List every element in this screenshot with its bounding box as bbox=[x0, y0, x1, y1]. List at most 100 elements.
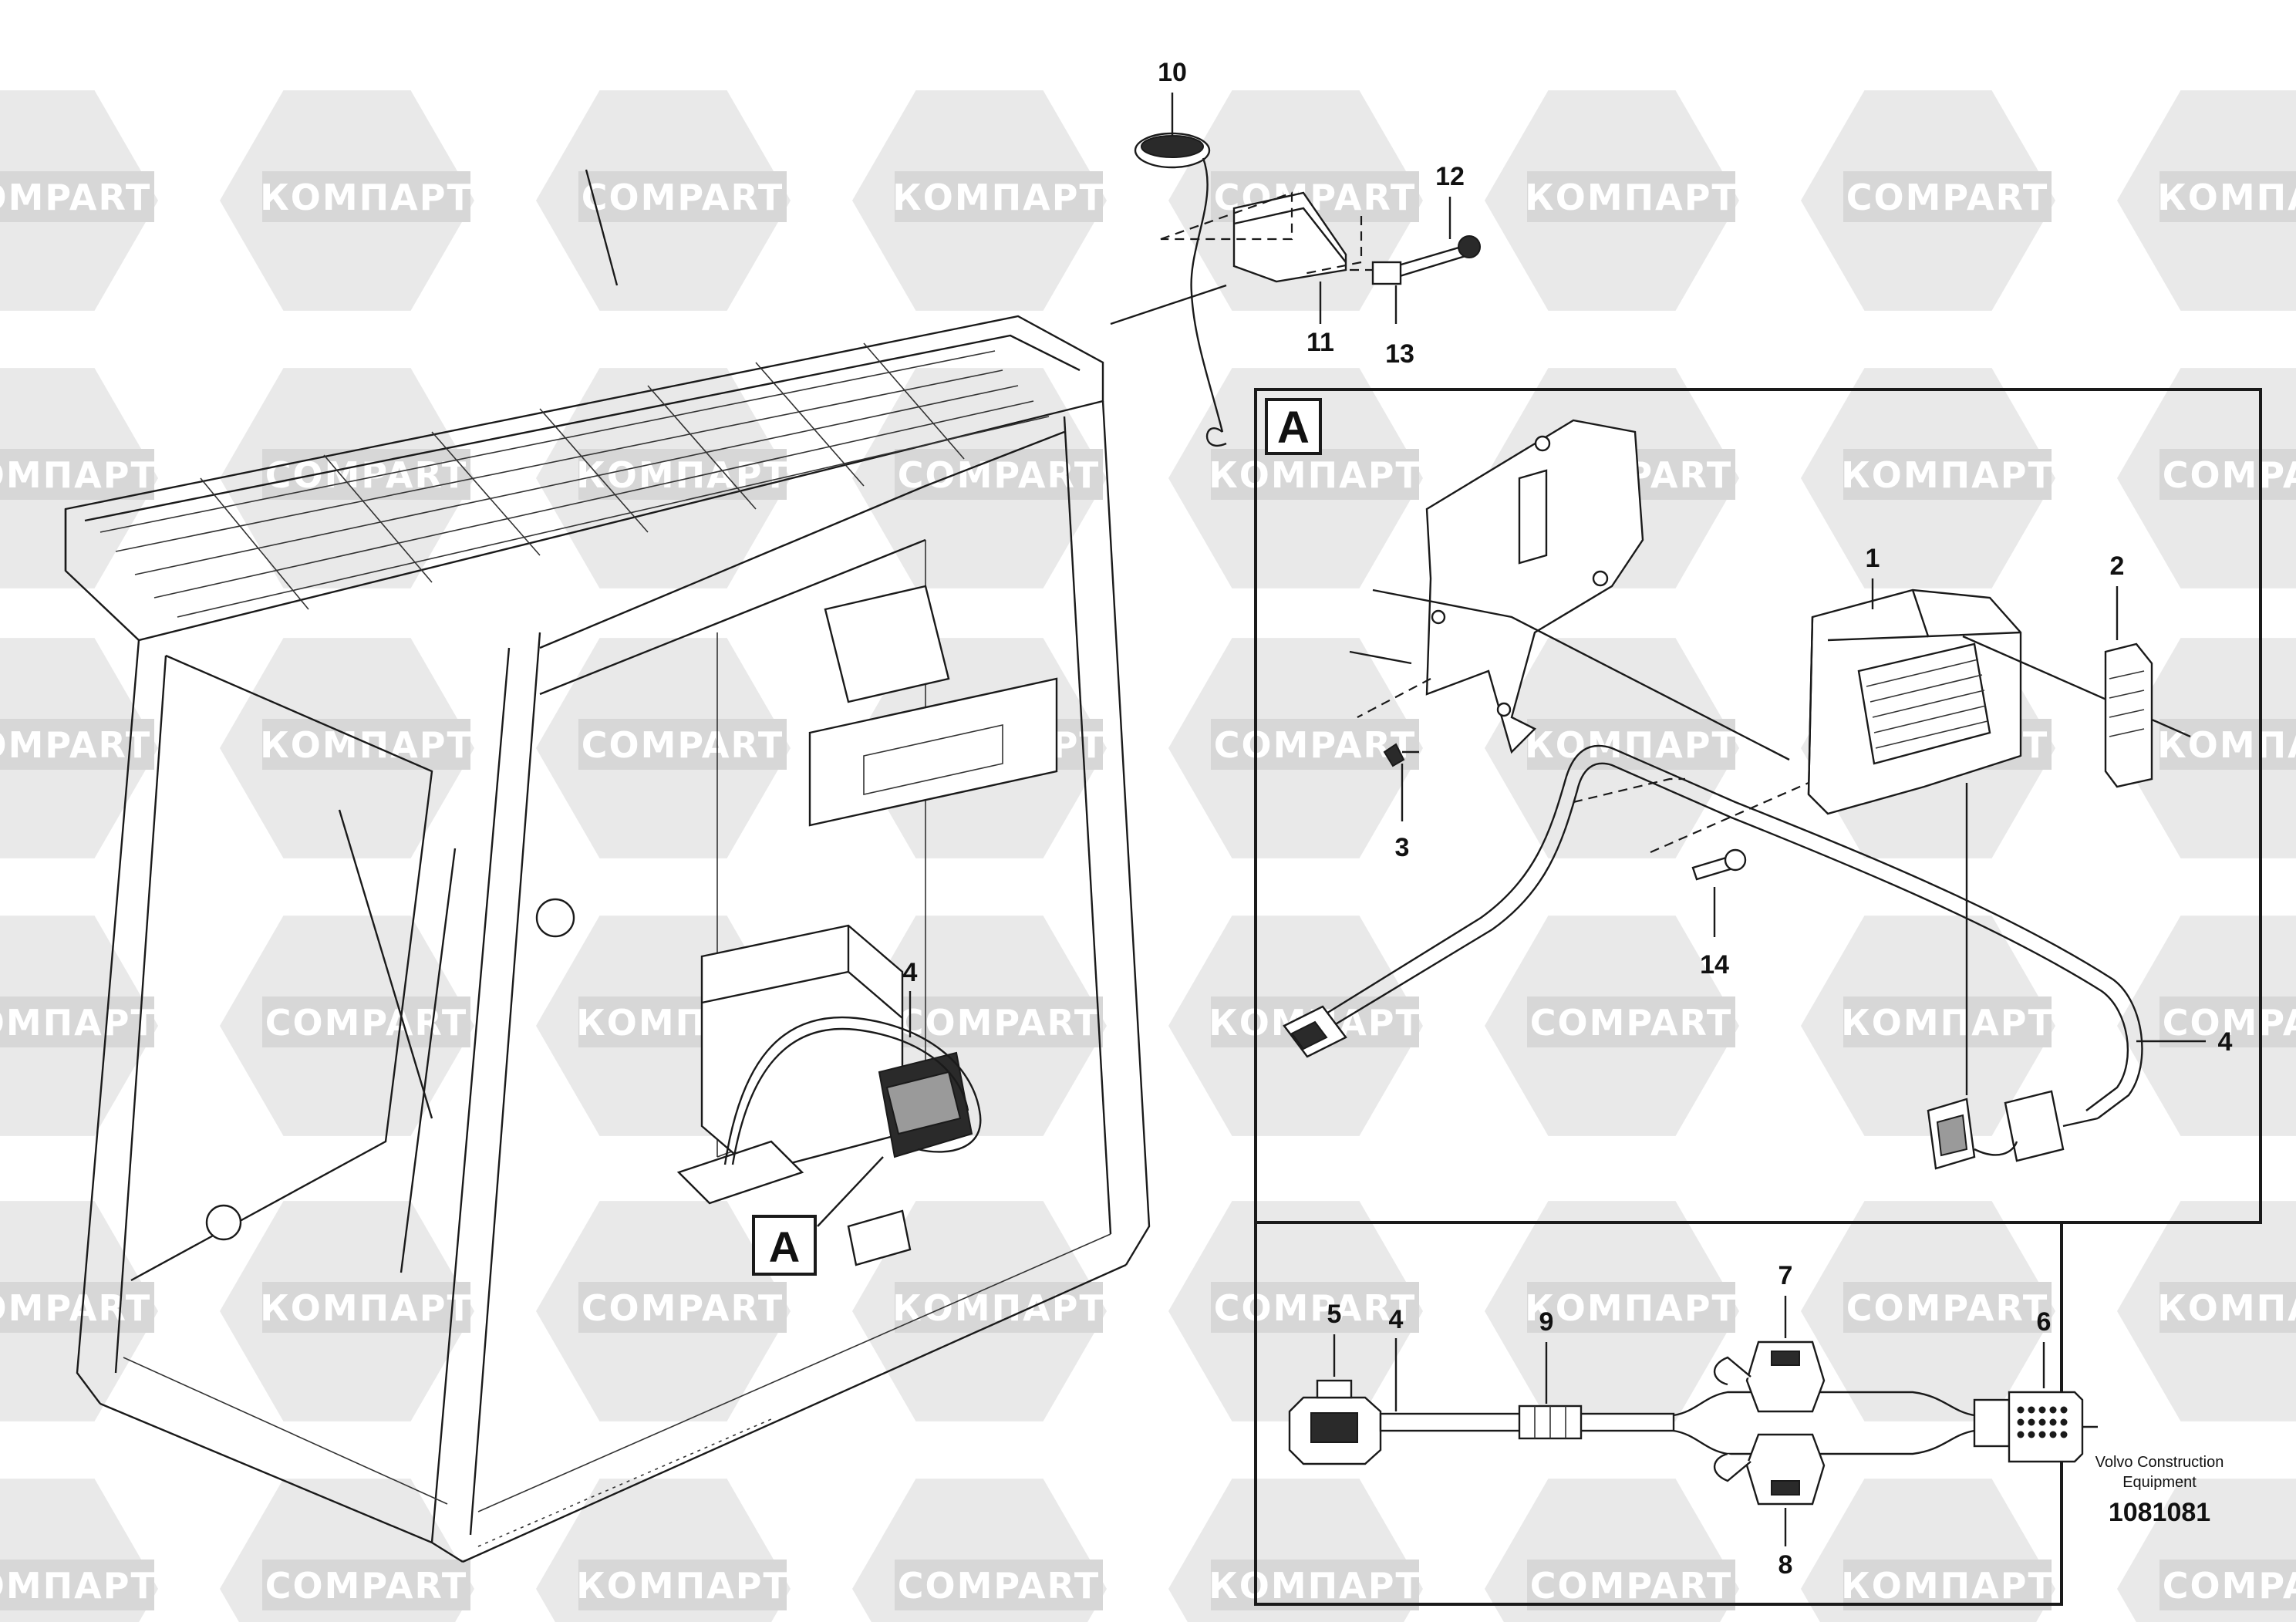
connector-pin bbox=[2049, 1406, 2057, 1414]
watermark-text: КОМПАРТ bbox=[576, 1565, 789, 1607]
callout-4-main: 4 bbox=[903, 958, 918, 987]
callout-labels: 10 12 11 13 4 1 2 3 14 4 5 4 9 7 6 8 bbox=[903, 58, 2233, 1580]
connector-part-6 bbox=[2008, 1391, 2084, 1463]
connector-pin bbox=[2060, 1431, 2068, 1438]
watermark-tile: COMPART bbox=[1801, 90, 2055, 311]
watermark-text: COMPART bbox=[2163, 1002, 2296, 1044]
watermark-tile: COMPART bbox=[1485, 1479, 1739, 1622]
bolt-part-12 bbox=[1394, 245, 1467, 278]
callout-7: 7 bbox=[1778, 1261, 1793, 1290]
watermark-tile: COMPART bbox=[0, 1201, 158, 1421]
callout-12: 12 bbox=[1435, 162, 1465, 191]
callout-4-wiring: 4 bbox=[1389, 1305, 1404, 1334]
connector-pin bbox=[2060, 1406, 2068, 1414]
credit-line-2: Equipment bbox=[2122, 1474, 2197, 1491]
watermark-tile: КОМПАРТ bbox=[852, 1201, 1107, 1421]
view-a-tag: A bbox=[752, 1215, 817, 1276]
bracket-part-11 bbox=[1232, 191, 1347, 283]
watermark-layer: COMPART КОМПАРТ COMPART КОМПАРТ COMPART КОМПА… bbox=[0, 90, 2296, 1622]
connector-6-boot bbox=[1973, 1398, 2011, 1448]
connector-pin bbox=[2017, 1431, 2025, 1438]
watermark-tile: COMPART bbox=[2117, 916, 2296, 1136]
callout-14: 14 bbox=[1700, 950, 1729, 980]
watermark-text: КОМПАРТ bbox=[260, 724, 473, 766]
watermark-tile: COMPART bbox=[536, 90, 791, 311]
watermark-tile: COMPART bbox=[0, 638, 158, 858]
callout-10: 10 bbox=[1158, 58, 1187, 87]
watermark-text: КОМПАРТ bbox=[260, 1287, 473, 1329]
watermark-tile: КОМПАРТ bbox=[852, 90, 1107, 311]
watermark-text: COMPART bbox=[1214, 724, 1416, 766]
connector-pin bbox=[2049, 1418, 2057, 1426]
watermark-text: COMPART bbox=[1530, 1002, 1732, 1044]
connector-pin bbox=[2060, 1418, 2068, 1426]
screw-part-3 bbox=[1383, 743, 1405, 767]
connector-pin bbox=[2028, 1418, 2035, 1426]
watermark-tile: COMPART bbox=[536, 638, 791, 858]
watermark-tile: COMPART bbox=[536, 1201, 791, 1421]
watermark-text: COMPART bbox=[2163, 454, 2296, 496]
watermark-tile: COMPART bbox=[852, 368, 1107, 588]
watermark-text: КОМПАРТ bbox=[1209, 1565, 1421, 1607]
watermark-text: COMPART bbox=[1214, 1287, 1416, 1329]
connector-pin bbox=[2017, 1418, 2025, 1426]
callout-6: 6 bbox=[2037, 1307, 2052, 1337]
watermark-tile: КОМПАРТ bbox=[0, 368, 158, 588]
watermark-tile: COMPART bbox=[220, 916, 474, 1136]
watermark-tile: COMPART bbox=[1801, 1201, 2055, 1421]
cab-assembly-drawing bbox=[64, 169, 1227, 1563]
inline-connector bbox=[2004, 1090, 2065, 1162]
watermark-tile: COMPART bbox=[1485, 916, 1739, 1136]
watermark-tile: COMPART bbox=[852, 1479, 1107, 1622]
fuse-holder-part-7 bbox=[1745, 1340, 1826, 1413]
view-a-tag-label: A bbox=[769, 1222, 800, 1271]
callout-4-detail: 4 bbox=[2218, 1027, 2233, 1057]
connector-pin bbox=[2038, 1418, 2046, 1426]
watermark-tile: COMPART bbox=[0, 90, 158, 311]
watermark-tile: КОМПАРТ bbox=[1168, 368, 1423, 588]
watermark-tile: КОМПАРТ bbox=[1485, 90, 1739, 311]
nut-part-13 bbox=[1371, 261, 1402, 285]
watermark-text: COMPART bbox=[582, 177, 784, 218]
watermark-text: КОМПАРТ bbox=[2157, 724, 2296, 766]
watermark-tile: КОМПАРТ bbox=[536, 368, 791, 588]
callout-1: 1 bbox=[1866, 544, 1880, 573]
connector-pin bbox=[2049, 1431, 2057, 1438]
watermark-tile: КОМПАРТ bbox=[2117, 638, 2296, 858]
callout-9: 9 bbox=[1539, 1307, 1554, 1337]
detail-a-panel-label: A bbox=[1277, 403, 1310, 453]
watermark-text: COMPART bbox=[1846, 1287, 2048, 1329]
watermark-text: КОМПАРТ bbox=[1841, 454, 2054, 496]
watermark-tile: КОМПАРТ bbox=[220, 1201, 474, 1421]
watermark-tile: COMPART bbox=[1168, 638, 1423, 858]
watermark-tile: КОМПАРТ bbox=[1168, 1479, 1423, 1622]
watermark-text: КОМПАРТ bbox=[260, 177, 473, 218]
watermark-text: COMPART bbox=[1530, 1565, 1732, 1607]
connector-6-pin-grid bbox=[2017, 1406, 2068, 1438]
watermark-text: COMPART bbox=[265, 1002, 467, 1044]
publisher-credit: Volvo Construction Equipment 1081081 bbox=[2095, 1454, 2224, 1527]
watermark-tile: COMPART bbox=[2117, 1479, 2296, 1622]
connector-pin bbox=[2038, 1431, 2046, 1438]
watermark-tile: КОМПАРТ bbox=[220, 638, 474, 858]
watermark-text: COMPART bbox=[265, 1565, 467, 1607]
watermark-text: КОМПАРТ bbox=[892, 177, 1105, 218]
mounting-plate bbox=[1425, 419, 1644, 754]
watermark-text: COMPART bbox=[898, 454, 1100, 496]
watermark-text: COMPART bbox=[582, 724, 784, 766]
cover-part-2 bbox=[2104, 642, 2153, 788]
watermark-text: КОМПАРТ bbox=[576, 454, 789, 496]
watermark-text: COMPART bbox=[2163, 1565, 2296, 1607]
watermark-tile: КОМПАРТ bbox=[1801, 1479, 2055, 1622]
callout-5: 5 bbox=[1327, 1300, 1342, 1329]
connector-pin bbox=[2028, 1406, 2035, 1414]
callout-11: 11 bbox=[1306, 328, 1334, 357]
watermark-tile: COMPART bbox=[220, 368, 474, 588]
watermark-tile: КОМПАРТ bbox=[0, 916, 158, 1136]
watermark-tile: COMPART bbox=[2117, 368, 2296, 588]
watermark-text: COMPART bbox=[0, 177, 151, 218]
harness-schematic-panel bbox=[1254, 1221, 2098, 1606]
watermark-text: КОМПАРТ bbox=[1209, 454, 1421, 496]
watermark-text: КОМПАРТ bbox=[1841, 1002, 2054, 1044]
